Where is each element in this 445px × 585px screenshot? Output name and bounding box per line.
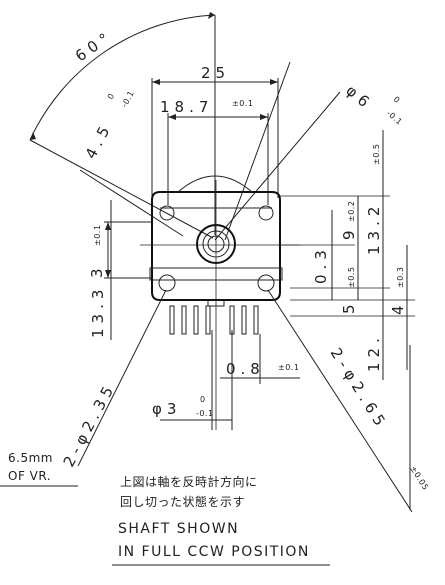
dia-6-label: φ6 — [342, 81, 376, 114]
dim-4-5-tol-lower: -0.1 — [120, 89, 136, 109]
dim-18-7-line — [167, 113, 269, 205]
dia-6-tol-lower: -0.1 — [385, 109, 404, 127]
dim-9-tol: ±0.2 — [347, 201, 356, 222]
dim-13-2-label: 13.2 — [365, 202, 383, 255]
dim-4-label: 4 — [389, 300, 407, 315]
dim-5-tol: ±0.5 — [347, 267, 356, 288]
holes-2-65-tol: ±0.05 — [408, 464, 430, 492]
jp-note-line1: 上図は軸を反時計方向に — [120, 474, 258, 489]
caption-line2: IN FULL CCW POSITION — [118, 544, 310, 560]
pin-0-8-tol: ±0.1 — [278, 363, 299, 372]
dim-18-7-tol: ±0.1 — [232, 99, 253, 108]
holes-2-35-leader — [0, 289, 167, 487]
dia-3-tol-lower: -0.1 — [196, 409, 214, 418]
angle-60-arc — [29, 12, 216, 239]
dim-25-label: 25 — [201, 64, 230, 82]
terminal-pins — [169, 305, 259, 335]
jp-note-line2: 回し切った状態を示す — [120, 494, 245, 509]
dim-0-8-line — [220, 334, 300, 384]
potentiometer-body — [140, 175, 300, 430]
holes-2-65-leader — [267, 289, 413, 513]
holes-2-35-label: 2-φ2.35 — [60, 379, 120, 470]
dim-0-3-label: 0.3 — [312, 245, 330, 284]
dim-9-label: 9 — [340, 225, 358, 240]
dim-3-label: 3 — [88, 263, 106, 278]
dim-dia-3-line — [160, 330, 233, 430]
dim-4-5-line — [79, 169, 184, 237]
dia-3-label: φ3 — [152, 400, 181, 418]
dia-6-tol-upper: 0 — [392, 95, 402, 105]
dim-5-label: 5 — [340, 299, 358, 314]
dim-3-line — [104, 221, 152, 279]
pin-0-8-label: 0.8 — [226, 360, 265, 378]
dim-4-5-label: 4.5 — [82, 119, 116, 162]
dim-25-line — [151, 78, 279, 198]
caption-line1: SHAFT SHOWN — [118, 521, 239, 537]
dim-13-3-label: 13.3 — [89, 285, 107, 338]
dim-13-2-tol: ±0.5 — [372, 144, 381, 165]
dim-3-tol: ±0.1 — [93, 225, 102, 246]
dia-3-tol-upper: 0 — [200, 395, 206, 404]
dim-18-7-label: 18.7 — [160, 98, 213, 116]
vr-note-line2: OF VR. — [8, 469, 51, 483]
right-dim-extensions — [278, 130, 415, 510]
dim-12-label: 12. — [365, 333, 383, 372]
vr-note-line1: 6.5mm — [8, 451, 53, 465]
dim-4-5-tol-upper: 0 — [106, 92, 117, 101]
dim-4-tol: ±0.3 — [396, 267, 405, 288]
dia-6-leader — [214, 61, 341, 241]
